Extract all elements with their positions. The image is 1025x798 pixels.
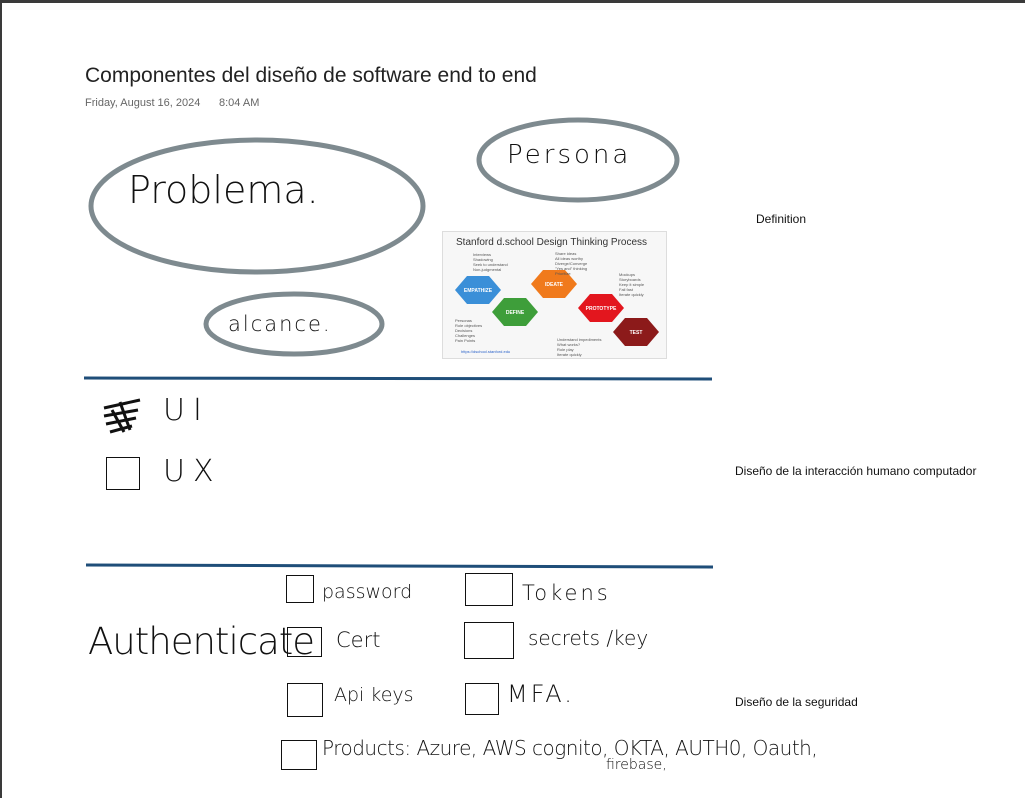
persona-ellipse (476, 117, 680, 203)
checkbox-tokens[interactable] (465, 573, 513, 606)
checkbox-apikeys[interactable] (287, 683, 323, 717)
window-left-border (0, 0, 2, 798)
design-thinking-diagram: Stanford d.school Design Thinking Proces… (442, 231, 667, 359)
handwritten-secrets: secrets /key (528, 626, 649, 650)
page-title: Componentes del diseño de software end t… (85, 64, 537, 87)
handwritten-mfa: MFA. (507, 680, 575, 708)
checkbox-products[interactable] (281, 740, 317, 770)
handwritten-alcance: alcance. (228, 312, 332, 336)
hex-define (492, 298, 538, 326)
checkbox-cert[interactable] (287, 627, 322, 657)
side-label-security: Diseño de la seguridad (735, 695, 858, 709)
page-date: Friday, August 16, 2024 (85, 97, 201, 109)
label-define: DEFINE (506, 310, 525, 316)
handwritten-persona: Persona (507, 140, 632, 170)
hex-empathize (455, 276, 501, 304)
scribble-checkmark (103, 398, 141, 434)
diagram-title: Stanford d.school Design Thinking Proces… (456, 237, 648, 248)
handwritten-ux: UX (163, 454, 222, 489)
handwritten-cert: Cert (336, 628, 381, 652)
problema-ellipse (88, 137, 426, 275)
divider-line-1 (83, 376, 713, 381)
hex-test (613, 318, 659, 346)
label-test: TEST (630, 330, 643, 336)
handwritten-apikeys: Api keys (334, 684, 414, 706)
page-time: 8:04 AM (219, 97, 260, 109)
checkbox-ui[interactable] (107, 400, 137, 430)
label-ideate: IDEATE (545, 282, 564, 288)
checkbox-ux[interactable] (106, 457, 140, 490)
divider-line-2 (85, 563, 714, 569)
handwritten-ui: UI (163, 393, 210, 428)
checkbox-mfa[interactable] (465, 683, 499, 715)
handwritten-password: password (322, 581, 413, 603)
handwritten-authenticate: Authenticate (88, 620, 315, 663)
side-label-hci: Diseño de la interacción humano computad… (735, 464, 977, 478)
handwritten-tokens: Tokens (522, 581, 611, 605)
label-empathize: EMPATHIZE (464, 288, 493, 294)
hex-prototype (578, 294, 624, 322)
checkbox-password[interactable] (286, 575, 314, 603)
handwritten-products: Products: Azure, AWS cognito, OKTA, AUTH… (322, 736, 818, 760)
diagram-link[interactable]: https://dschool.stanford.edu (461, 349, 511, 354)
diagram-hexagons: EMPATHIZE DEFINE IDEATE PROTOTYPE TEST (455, 270, 659, 346)
hex-ideate (531, 270, 577, 298)
handwritten-problema: Problema. (128, 168, 319, 212)
label-prototype: PROTOTYPE (586, 306, 617, 312)
handwritten-products-line2: firebase, (606, 757, 667, 773)
side-label-definition: Definition (756, 212, 807, 226)
alcance-ellipse (203, 291, 385, 357)
checkbox-secrets[interactable] (464, 622, 514, 659)
window-top-border (0, 0, 1025, 3)
